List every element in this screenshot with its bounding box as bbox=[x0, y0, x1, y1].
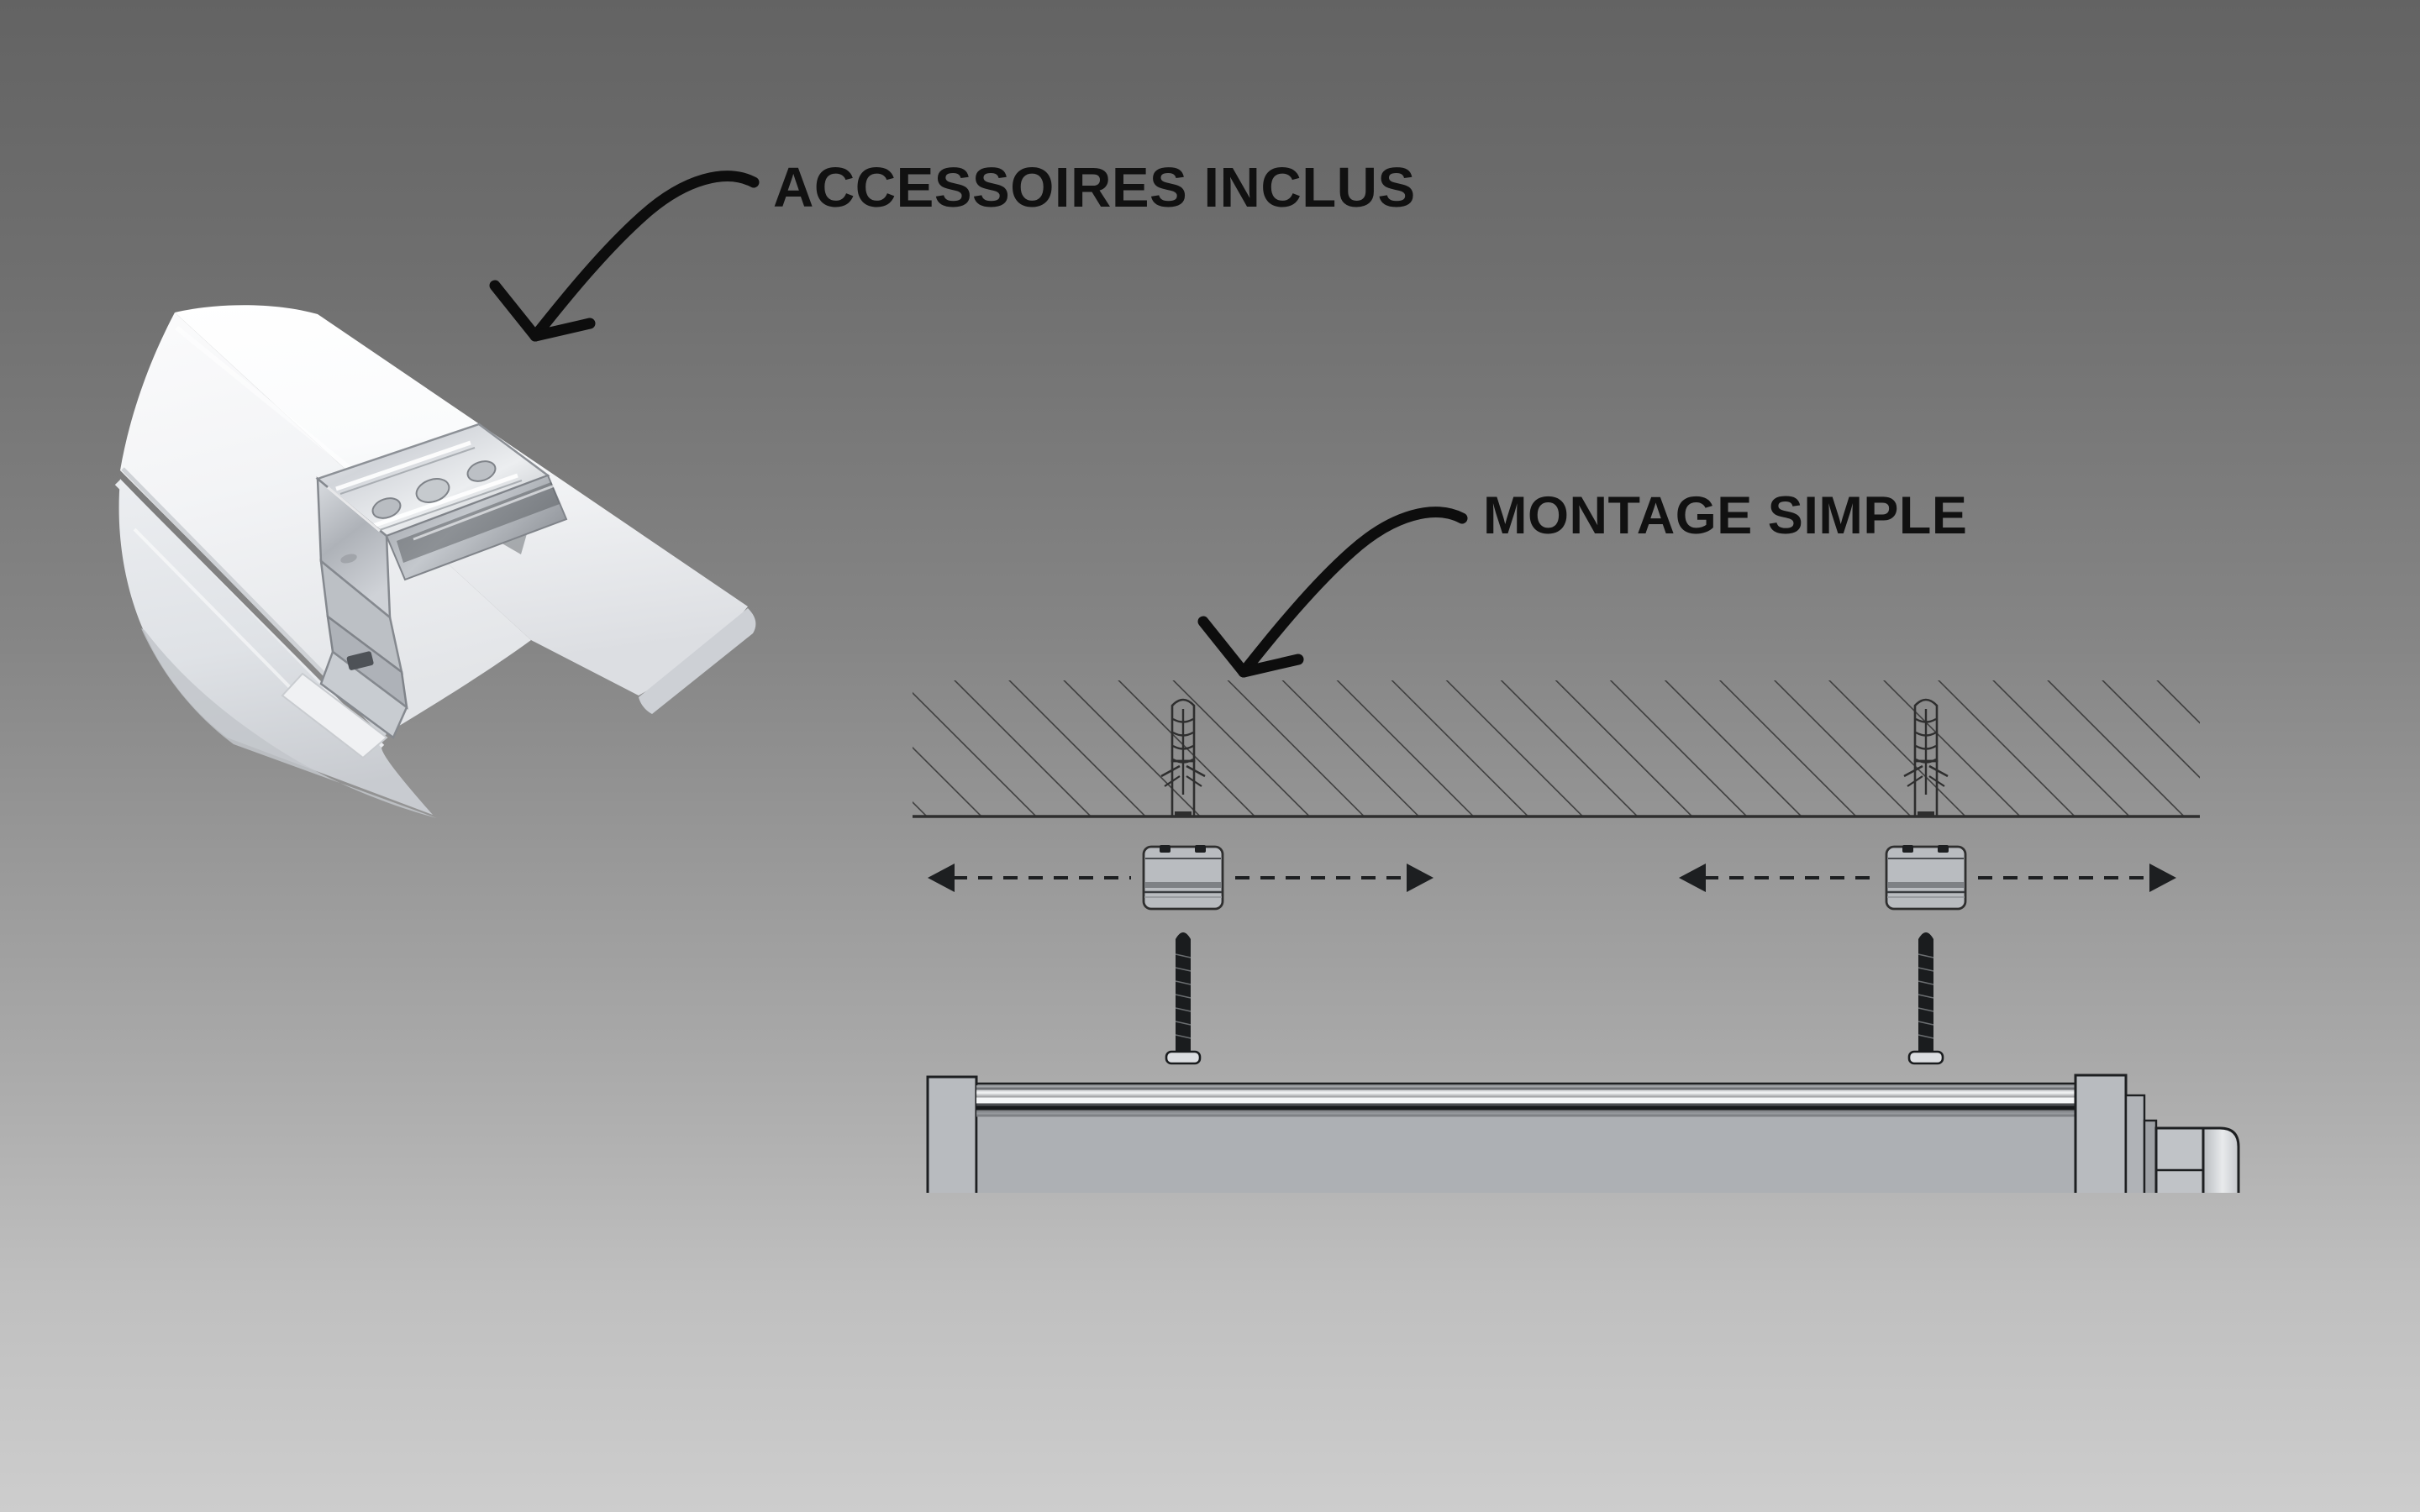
callout-arrow-montage-icon bbox=[1197, 507, 1468, 678]
clip-hole-1 bbox=[371, 497, 402, 519]
mount-group-right bbox=[1679, 698, 2176, 1065]
mounting-screw-left bbox=[1165, 932, 1202, 1065]
led-batten-side-elevation bbox=[926, 1074, 2240, 1193]
bracket-screw-hole-right bbox=[1195, 845, 1206, 853]
end-cap-right bbox=[2074, 1074, 2128, 1193]
spacing-arrow-right bbox=[1679, 864, 2176, 892]
product-photo-fixture-with-clip bbox=[114, 305, 756, 818]
mounting-clip bbox=[281, 423, 568, 759]
clip-hole-2 bbox=[415, 478, 450, 503]
mounting-bracket-left bbox=[1142, 845, 1224, 911]
callout-label-montage: MONTAGE SIMPLE bbox=[1483, 486, 1968, 545]
wall-plug-left-icon bbox=[1160, 698, 1206, 818]
bracket-screw-hole-left bbox=[1160, 845, 1171, 853]
bracket-screw-hole-right bbox=[1938, 845, 1949, 853]
ceiling-hatch-band bbox=[913, 680, 2200, 818]
callout-label-accessoires: ACCESSOIRES INCLUS bbox=[773, 156, 1416, 219]
cable-gland-icon bbox=[2124, 1094, 2240, 1193]
ceiling-mount-technical-drawing bbox=[913, 680, 2240, 1193]
callout-arrow-accessoires-icon bbox=[489, 171, 760, 342]
bracket-screw-hole-left bbox=[1902, 845, 1913, 853]
mounting-bracket-right bbox=[1885, 845, 1967, 911]
wall-plug-right-icon bbox=[1903, 698, 1949, 818]
spacing-arrow-left bbox=[928, 864, 1434, 892]
mount-group-left bbox=[928, 698, 1434, 1065]
end-cap-left bbox=[926, 1075, 978, 1193]
clip-hole-3 bbox=[466, 460, 497, 482]
mounting-screw-right bbox=[1907, 932, 1944, 1065]
